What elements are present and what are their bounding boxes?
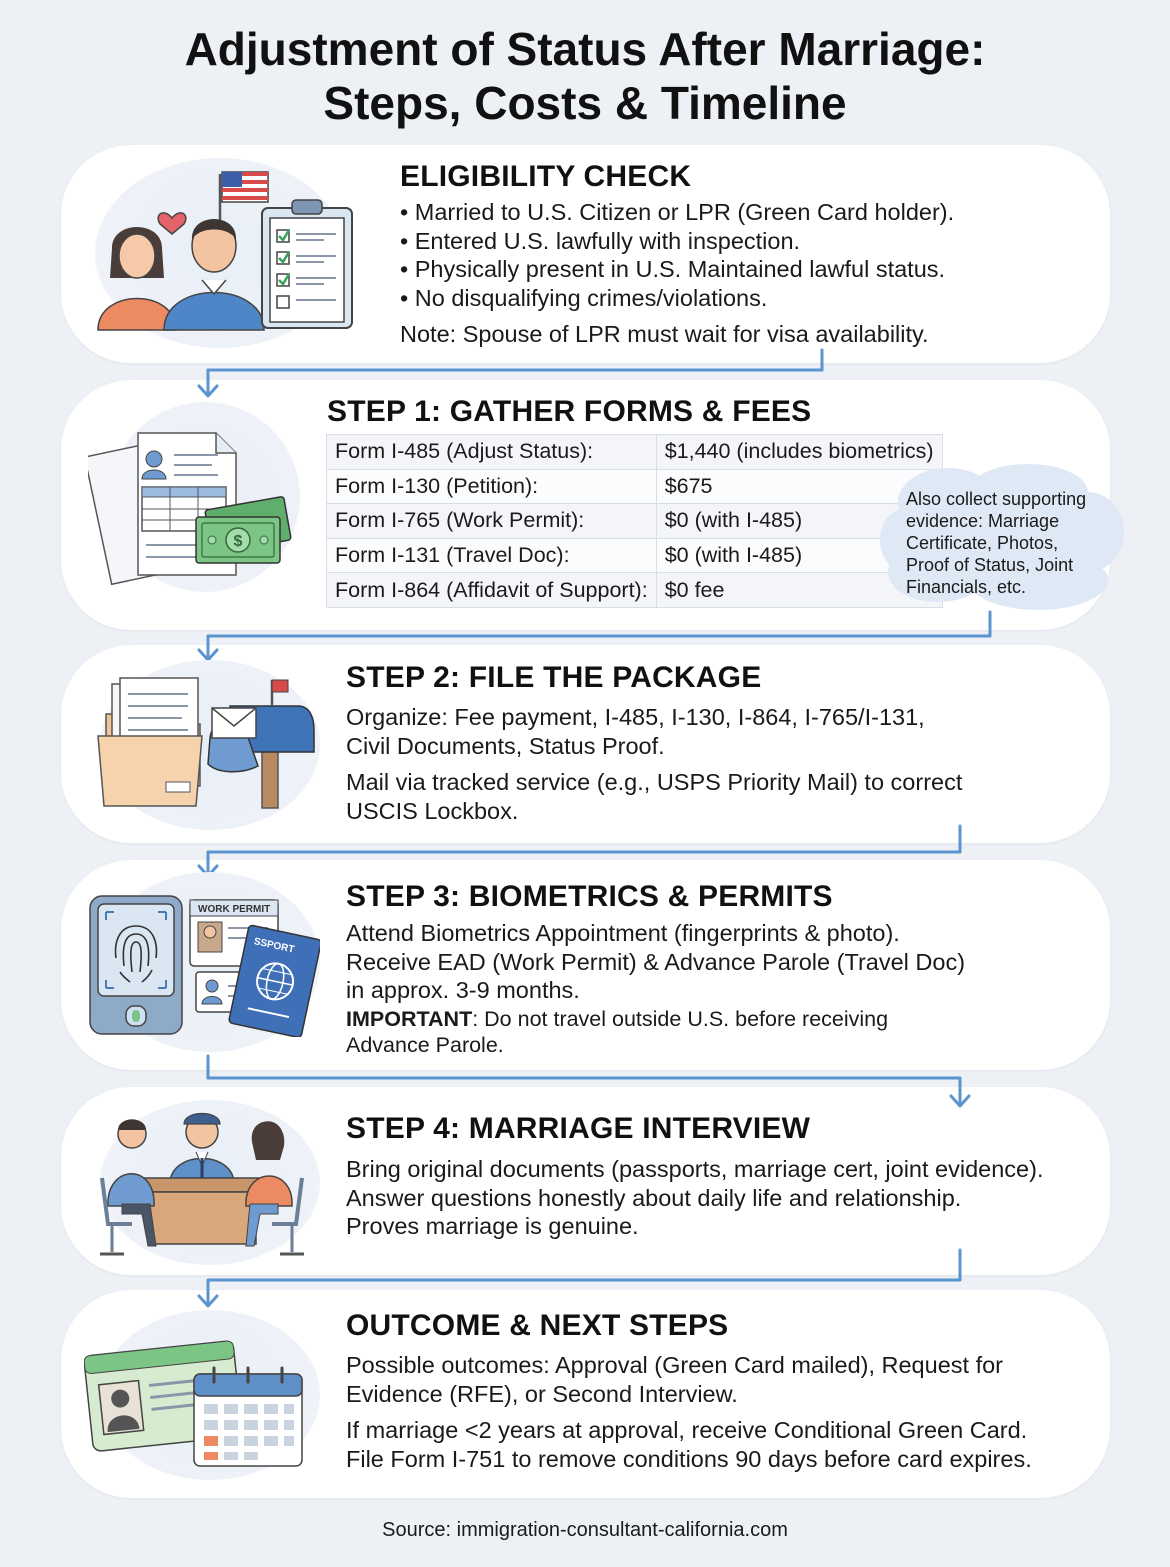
passport-icon: SSPORT (228, 924, 320, 1037)
source-credit: Source: immigration-consultant-californi… (382, 1519, 788, 1541)
folder-icon (97, 677, 203, 807)
step1-heading: STEP 1: GATHER FORMS & FEES (327, 395, 812, 428)
eligibility-heading: ELIGIBILITY CHECK (400, 160, 692, 193)
step4-text: Bring original documents (passports, mar… (346, 1156, 1044, 1239)
envelope-icon (211, 707, 257, 739)
eligibility-list: • Married to U.S. Citizen or LPR (Green … (400, 198, 954, 349)
work-permit-label: WORK PERMIT (198, 904, 270, 915)
money-icon: $ (195, 496, 292, 564)
page-title: Adjustment of Status After Marriage: Ste… (0, 22, 1170, 130)
eligibility-note: Note: Spouse of LPR must wait for visa a… (400, 321, 929, 347)
interview-icon (100, 1112, 304, 1256)
fee-form: Form I-485 (Adjust Status): (326, 434, 657, 470)
eligibility-bullet: • No disqualifying crimes/violations. (400, 284, 768, 311)
supporting-evidence-note: Also collect supporting evidence: Marria… (906, 489, 1087, 597)
title-line-1: Adjustment of Status After Marriage: (184, 23, 986, 75)
outcome-icon (84, 1340, 303, 1467)
title-line-2: Steps, Costs & Timeline (323, 77, 847, 129)
fee-form: Form I-130 (Petition): (326, 468, 657, 505)
fee-form: Form I-131 (Travel Doc): (326, 537, 657, 574)
calendar-icon (193, 1366, 303, 1467)
table-row: Form I-130 (Petition): $675 (326, 468, 943, 505)
step3-important: IMPORTANT: Do not travel outside U.S. be… (346, 1007, 889, 1057)
step4-heading: STEP 4: MARRIAGE INTERVIEW (346, 1112, 811, 1145)
table-row: Form I-864 (Affidavit of Support): $0 fe… (326, 572, 943, 608)
folder-mailbox-icon (97, 677, 315, 809)
documents-icon: $ (88, 432, 292, 585)
table-row: Form I-765 (Work Permit): $0 (with I-485… (326, 503, 943, 539)
mailbox-icon (207, 679, 315, 809)
eligibility-bullet: • Physically present in U.S. Maintained … (400, 256, 946, 282)
fee-amount: $675 (655, 468, 943, 505)
fee-amount: $1,440 (includes biometrics) (655, 434, 943, 470)
step3-heading: STEP 3: BIOMETRICS & PERMITS (346, 880, 833, 913)
step2-heading: STEP 2: FILE THE PACKAGE (346, 661, 762, 694)
outcome-heading: OUTCOME & NEXT STEPS (346, 1309, 729, 1342)
fee-form: Form I-864 (Affidavit of Support): (326, 572, 657, 608)
couple-icon (97, 171, 353, 331)
eligibility-bullet: • Entered U.S. lawfully with inspection. (400, 227, 801, 254)
svg-text:$: $ (234, 533, 243, 550)
us-flag-icon (218, 171, 269, 226)
important-label: IMPORTANT (346, 1007, 473, 1031)
step2-text: Organize: Fee payment, I-485, I-130, I-8… (346, 704, 963, 824)
fees-table: Form I-485 (Adjust Status): $1,440 (incl… (326, 434, 943, 608)
eligibility-bullet: • Married to U.S. Citizen or LPR (Green … (400, 199, 955, 225)
fee-form: Form I-765 (Work Permit): (326, 503, 657, 539)
biometrics-icon: WORK PERMIT SSPORT (89, 895, 320, 1037)
heart-icon (157, 212, 187, 235)
table-row: Form I-485 (Adjust Status): $1,440 (incl… (326, 434, 943, 470)
checklist-icon (261, 199, 353, 329)
outcome-text: Possible outcomes: Approval (Green Card … (346, 1352, 1032, 1472)
table-row: Form I-131 (Travel Doc): $0 (with I-485) (326, 537, 943, 574)
fingerprint-scanner-icon (89, 895, 183, 1035)
supporting-evidence-cloud (880, 464, 1124, 610)
step3-text: Attend Biometrics Appointment (fingerpri… (346, 920, 966, 1003)
